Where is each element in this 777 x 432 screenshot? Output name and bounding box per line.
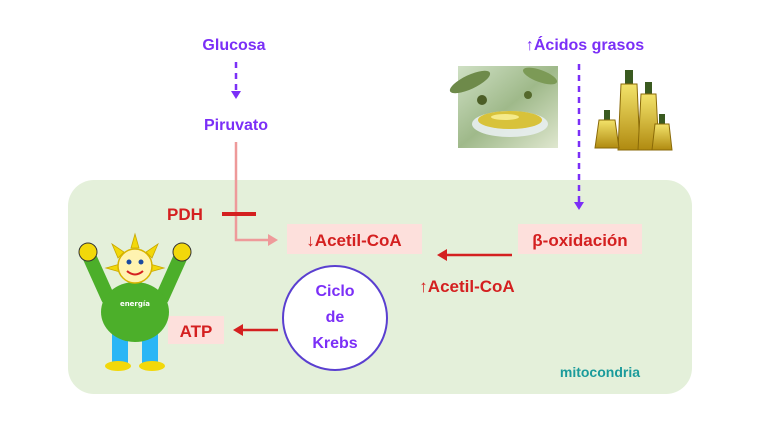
fatty-acids-label: ↑Ácidos grasos xyxy=(526,35,644,54)
krebs-cycle-circle xyxy=(282,265,388,371)
glucose-label: Glucosa xyxy=(202,37,265,54)
atp-label: ATP xyxy=(180,322,213,341)
krebs-line-1: Ciclo xyxy=(315,283,354,300)
olive-oil-bottles xyxy=(594,70,673,151)
pyruvate-to-acetylcoa-arrow xyxy=(234,142,278,246)
beta-oxidation-label: β-oxidación xyxy=(532,231,627,250)
mitochondria-label: mitocondria xyxy=(560,364,640,380)
acetylcoa-low-label: ↓Acetil-CoA xyxy=(306,231,401,250)
acetylcoa-high-label: ↑Acetil-CoA xyxy=(419,277,514,296)
energy-mascot-icon: energía xyxy=(78,232,192,371)
pdh-label: PDH xyxy=(167,205,203,224)
atp-box xyxy=(168,316,224,344)
krebs-line-2: de xyxy=(326,309,345,326)
acetylcoa-low-box xyxy=(287,224,422,254)
krebs-line-3: Krebs xyxy=(312,335,357,352)
energy-shirt-text: energía xyxy=(120,300,150,308)
olive-oil-photo xyxy=(449,66,558,148)
beta-oxidation-box xyxy=(518,224,642,254)
pyruvate-label: Piruvato xyxy=(204,117,268,134)
